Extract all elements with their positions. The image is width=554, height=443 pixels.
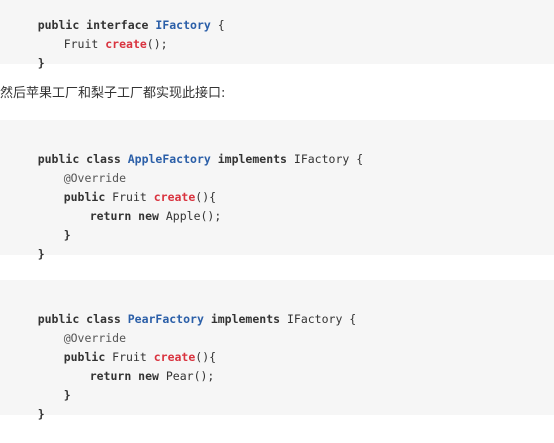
brace: } <box>37 407 45 421</box>
type-name: Pear <box>165 369 194 383</box>
brace: } <box>63 228 71 242</box>
code-line: @Override <box>10 150 126 185</box>
code-line: Fruit create(); <box>10 16 168 51</box>
type-name: Fruit <box>112 190 154 204</box>
brace: } <box>63 388 71 402</box>
code-line: public Fruit create(){ <box>10 169 216 204</box>
code-line: public interface IFactory { <box>10 0 225 32</box>
code-line: public class AppleFactory implements IFa… <box>10 131 363 166</box>
code-line: return new Apple(); <box>10 188 222 223</box>
keyword: public <box>63 190 113 204</box>
keyword: public interface <box>37 18 156 32</box>
code-line: } <box>10 386 45 421</box>
keyword: implements <box>203 312 287 326</box>
keyword: public <box>63 350 113 364</box>
keyword: return new <box>89 369 166 383</box>
keyword: return new <box>89 209 166 223</box>
keyword: public class <box>37 312 128 326</box>
code-text: (){ <box>195 350 217 364</box>
type-name: Apple <box>165 209 201 223</box>
code-line: } <box>10 367 71 402</box>
brace: } <box>37 56 45 70</box>
code-text: { <box>210 18 225 32</box>
code-text: { <box>349 152 364 166</box>
annotation: @Override <box>63 171 127 185</box>
code-text: (); <box>146 37 168 51</box>
paragraph-text: 然后苹果工厂和梨子工厂都实现此接口: <box>0 86 226 101</box>
method-name: create <box>153 350 196 364</box>
annotation: @Override <box>63 331 127 345</box>
type-name: Fruit <box>63 37 106 51</box>
code-line: @Override <box>10 310 126 345</box>
code-line: } <box>10 207 71 242</box>
code-line: return new Pear(); <box>10 348 215 383</box>
code-text: { <box>342 312 357 326</box>
code-line: public Fruit create(){ <box>10 329 216 364</box>
interface-name: IFactory <box>293 152 350 166</box>
code-block-pear-factory: public class PearFactory implements IFac… <box>0 280 554 421</box>
brace: } <box>37 247 45 261</box>
keyword: implements <box>210 152 294 166</box>
code-text: (); <box>200 209 222 223</box>
class-name: AppleFactory <box>127 152 211 166</box>
keyword: public class <box>37 152 128 166</box>
code-text: (){ <box>195 190 217 204</box>
code-block-interface: public interface IFactory { Fruit create… <box>0 0 554 70</box>
code-line: public class PearFactory implements IFac… <box>10 291 357 326</box>
interface-name: IFactory <box>286 312 343 326</box>
code-text: (); <box>193 369 215 383</box>
class-name: IFactory <box>155 18 211 32</box>
code-line: } <box>10 35 45 70</box>
code-line: } <box>10 226 45 261</box>
type-name: Fruit <box>112 350 154 364</box>
method-name: create <box>153 190 196 204</box>
code-block-apple-factory: public class AppleFactory implements IFa… <box>0 120 554 261</box>
class-name: PearFactory <box>127 312 204 326</box>
method-name: create <box>105 37 147 51</box>
